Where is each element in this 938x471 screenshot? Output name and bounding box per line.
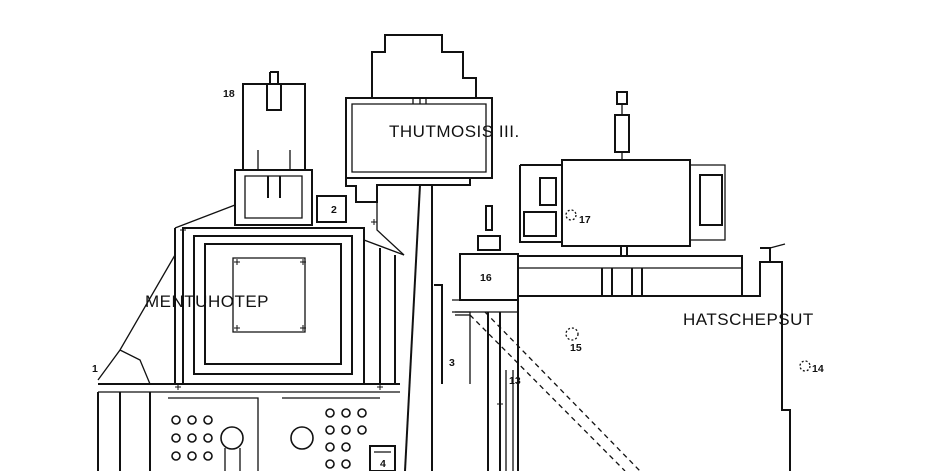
survey-crosses <box>175 219 503 407</box>
label-18: 18 <box>223 88 235 100</box>
label-13: 13 <box>509 375 521 387</box>
label-1: 1 <box>92 363 98 375</box>
label-14: 14 <box>812 363 824 375</box>
pit-markers <box>565 209 811 372</box>
label-hatschepsut: HATSCHEPSUT <box>683 310 814 329</box>
thutmosis-temple <box>345 34 493 471</box>
label-mentuhotep: MENTUHOTEP <box>145 292 269 311</box>
label-4: 4 <box>380 458 386 470</box>
mentuhotep-columns <box>97 392 396 471</box>
label-2: 2 <box>331 204 337 216</box>
mentuhotep-temple <box>97 71 405 393</box>
label-3: 3 <box>449 357 455 369</box>
hatschepsut-temple <box>434 91 791 471</box>
label-17: 17 <box>579 214 591 226</box>
label-16: 16 <box>480 272 492 284</box>
label-15: 15 <box>570 342 582 354</box>
label-thutmosis: THUTMOSIS III. <box>389 122 520 141</box>
